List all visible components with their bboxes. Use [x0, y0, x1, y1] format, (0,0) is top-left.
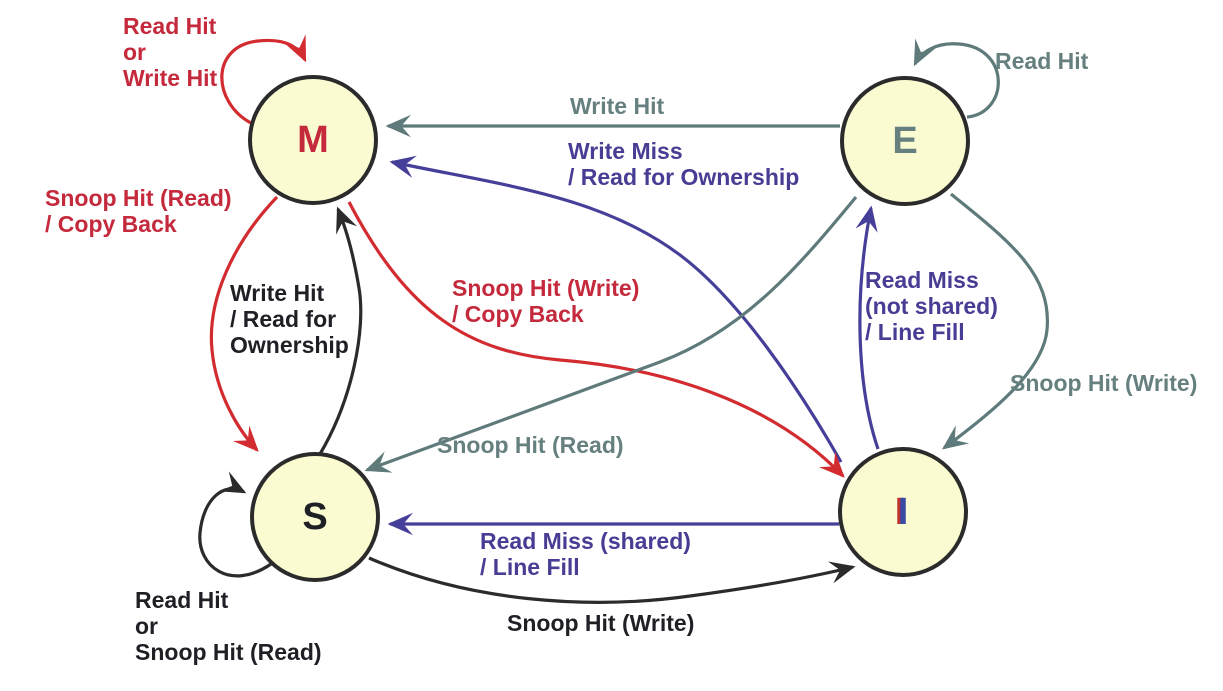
label-e-to-m: Write Hit	[570, 93, 664, 119]
label-m-to-i: Snoop Hit (Write) / Copy Back	[452, 275, 639, 327]
label-i-to-m: Write Miss / Read for Ownership	[568, 138, 799, 190]
label-line: Snoop Hit (Write)	[452, 275, 640, 301]
state-e: E	[840, 76, 970, 206]
label-m-to-s: Snoop Hit (Read) / Copy Back	[45, 185, 232, 237]
label-line: Ownership	[230, 332, 349, 358]
label-line: Write Hit	[570, 93, 665, 119]
label-line: Snoop Hit (Read)	[45, 185, 232, 211]
label-s-to-m: Write Hit / Read for Ownership	[230, 280, 349, 358]
label-line: Write Hit	[123, 65, 218, 91]
label-line: Write Miss	[568, 138, 683, 164]
arrow-s-to-m	[318, 206, 363, 455]
state-s: S	[250, 452, 380, 582]
state-letter-e: E	[892, 120, 918, 162]
state-letter-i: I	[897, 491, 909, 533]
label-line: / Read for	[230, 306, 337, 332]
label-line: / Line Fill	[865, 319, 965, 345]
state-letter-m: M	[297, 119, 329, 161]
label-line: or	[123, 39, 146, 65]
arrow-e-to-s	[364, 195, 858, 473]
arrow-m-self	[220, 34, 307, 125]
label-i-to-e: Read Miss (not shared) / Line Fill	[865, 267, 998, 345]
label-s-self: Read Hit or Snoop Hit (Read)	[135, 587, 322, 665]
label-e-to-s: Snoop Hit (Read)	[437, 432, 624, 458]
arrow-e-to-i	[941, 192, 1049, 450]
state-letter-s: S	[302, 496, 328, 538]
label-line: / Copy Back	[452, 301, 584, 327]
label-line: Snoop Hit (Read)	[135, 639, 322, 665]
label-m-self: Read Hit or Write Hit	[123, 13, 217, 91]
arrow-i-to-e	[855, 205, 880, 450]
label-line: (not shared)	[865, 293, 998, 319]
arrow-i-to-m	[389, 155, 843, 463]
label-line: / Copy Back	[45, 211, 177, 237]
arrow-m-to-i	[347, 201, 845, 478]
label-e-to-i: Snoop Hit (Write)	[1010, 370, 1197, 396]
label-line: Snoop Hit (Read)	[437, 432, 624, 458]
label-line: Snoop Hit (Write)	[1010, 370, 1198, 396]
label-i-to-s: Read Miss (shared) / Line Fill	[480, 528, 691, 580]
label-line: Write Hit	[230, 280, 325, 306]
label-e-self: Read Hit	[995, 48, 1088, 74]
label-line: / Read for Ownership	[568, 164, 800, 190]
label-line: Snoop Hit (Write)	[507, 610, 695, 636]
label-line: Read Hit	[123, 13, 217, 39]
arrow-s-self	[198, 471, 272, 578]
label-line: / Line Fill	[480, 554, 580, 580]
arrow-s-to-i	[368, 556, 856, 604]
label-line: Read Hit	[135, 587, 229, 613]
state-m: M	[248, 75, 378, 205]
label-line: or	[135, 613, 158, 639]
label-s-to-i: Snoop Hit (Write)	[507, 610, 694, 636]
arrow-e-self	[913, 38, 1000, 119]
state-i: I	[838, 447, 968, 577]
arrow-m-to-s	[209, 195, 279, 452]
label-line: Read Miss (shared)	[480, 528, 691, 554]
label-line: Read Hit	[995, 48, 1089, 74]
label-line: Read Miss	[865, 267, 979, 293]
